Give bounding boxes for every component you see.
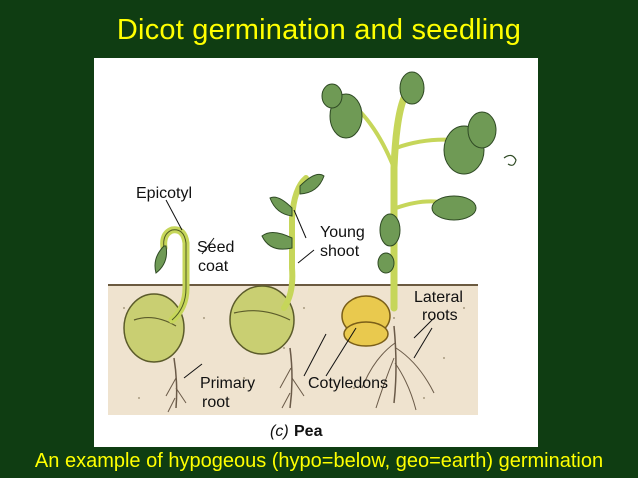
label-epicotyl: Epicotyl: [136, 185, 192, 202]
leader-lines: [165, 199, 435, 379]
label-coat: coat: [198, 258, 229, 275]
pea-germination-figure: Epicotyl Seed coat Young shoot Lateral r…: [94, 58, 538, 447]
label-primary: Primary: [200, 375, 255, 392]
slide-title: Dicot germination and seedling: [116, 14, 522, 46]
label-cotyledons: Cotyledons: [308, 375, 388, 392]
label-lateral: Lateral: [414, 289, 463, 306]
soil-speckles: [123, 307, 465, 399]
label-seed: Seed: [197, 239, 234, 256]
seedling-stage-2: [229, 173, 325, 409]
panel-name: Pea: [294, 423, 323, 440]
pea-illustration: Epicotyl Seed coat Young shoot Lateral r…: [108, 71, 517, 440]
label-root: root: [202, 394, 230, 411]
label-young: Young: [320, 224, 365, 241]
panel-letter: (c): [270, 423, 289, 440]
seedling-stage-3: [321, 71, 517, 411]
label-roots: roots: [422, 307, 458, 324]
slide-caption: An example of hypogeous (hypo=below, geo…: [34, 450, 604, 472]
label-shoot: shoot: [320, 243, 360, 260]
seedling-stage-1: [123, 226, 190, 413]
